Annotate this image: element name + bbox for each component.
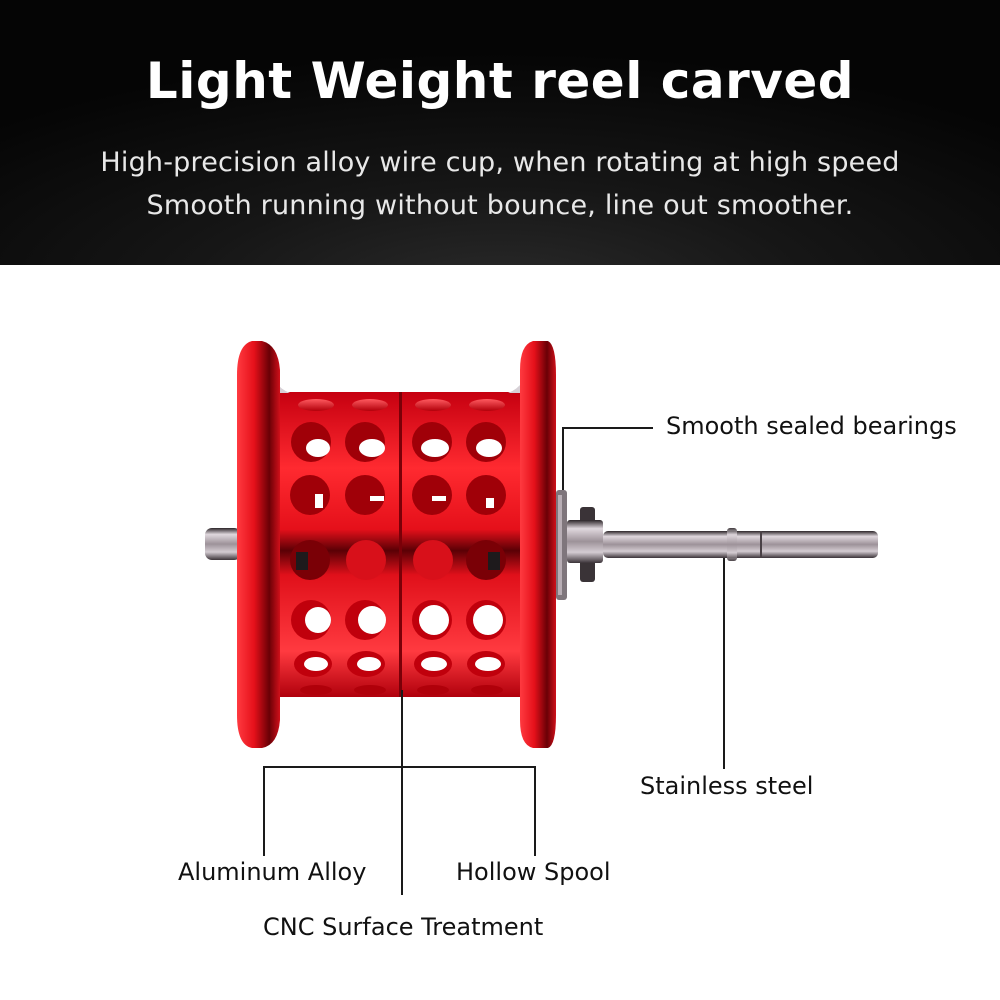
callout-line-cnc bbox=[401, 690, 403, 895]
callout-line-bearings-h bbox=[562, 427, 653, 429]
callout-label-cnc: CNC Surface Treatment bbox=[263, 913, 544, 941]
subtitle-line-1: High-precision alloy wire cup, when rota… bbox=[100, 147, 900, 178]
callout-label-hollow: Hollow Spool bbox=[456, 858, 611, 886]
callout-line-stainless bbox=[723, 558, 725, 769]
callout-line-aluminum bbox=[263, 766, 265, 856]
callout-label-stainless: Stainless steel bbox=[640, 772, 814, 800]
callout-label-bearings: Smooth sealed bearings bbox=[666, 412, 957, 440]
header-banner: Light Weight reel carved High-precision … bbox=[0, 0, 1000, 265]
page-title: Light Weight reel carved bbox=[145, 52, 855, 110]
callout-bracket-h bbox=[263, 766, 536, 768]
callout-line-bearings-v bbox=[562, 427, 564, 490]
callout-line-hollow bbox=[534, 766, 536, 856]
subtitle-line-2: Smooth running without bounce, line out … bbox=[146, 190, 854, 221]
callout-label-aluminum: Aluminum Alloy bbox=[178, 858, 367, 886]
